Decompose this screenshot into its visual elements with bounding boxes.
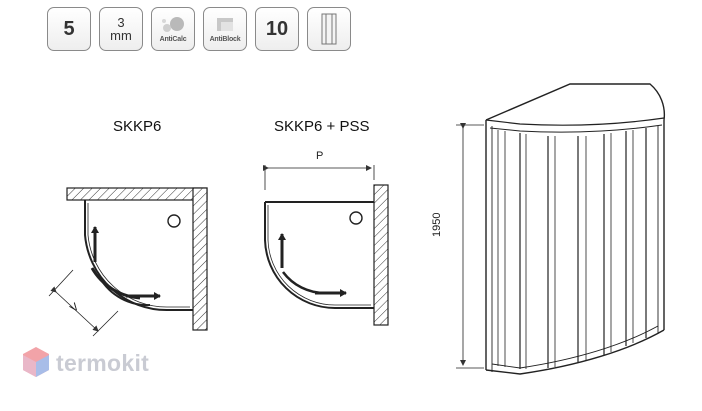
drain-left: [167, 214, 181, 228]
plan-skkp6-pss: [263, 165, 389, 326]
plan-right-title: SKKP6 + PSS: [274, 118, 370, 135]
badge-size-value: 10: [265, 18, 289, 40]
wall-right-right-plan: [373, 184, 389, 326]
shower-cabin-3d: [456, 83, 666, 375]
feature-badges: 5 3 mm AntiCalc AntiBlock 10: [47, 7, 351, 51]
badge-antiblock: AntiBlock: [203, 7, 247, 51]
tray-outline-left: [84, 200, 193, 312]
badge-glass-value: 3: [117, 15, 125, 30]
badge-profile: [307, 7, 351, 51]
profile-icon: [321, 13, 337, 45]
wall-top-left-plan: [66, 187, 208, 201]
badge-anticalc: AntiCalc: [151, 7, 195, 51]
badge-warranty-value: 5: [63, 18, 75, 40]
badge-warranty: 5: [47, 7, 91, 51]
block-icon: [217, 17, 233, 31]
plan-left-title: SKKP6: [113, 118, 162, 135]
wall-right-left-plan: [192, 187, 208, 331]
drops-icon: [162, 16, 184, 32]
dimension-p-label: P: [316, 150, 324, 162]
brand-watermark: termokit: [22, 346, 149, 380]
badge-size: 10: [255, 7, 299, 51]
badge-antiblock-label: AntiBlock: [209, 35, 241, 43]
drain-right: [349, 211, 363, 225]
brand-logo-icon: [23, 347, 49, 377]
badge-anticalc-label: AntiCalc: [159, 35, 187, 43]
badge-glass-unit: mm: [110, 28, 132, 43]
brand-name: termokit: [56, 349, 150, 376]
plan-skkp6: [48, 187, 208, 337]
tray-outline-right: [264, 202, 374, 309]
badge-glass-thickness: 3 mm: [99, 7, 143, 51]
